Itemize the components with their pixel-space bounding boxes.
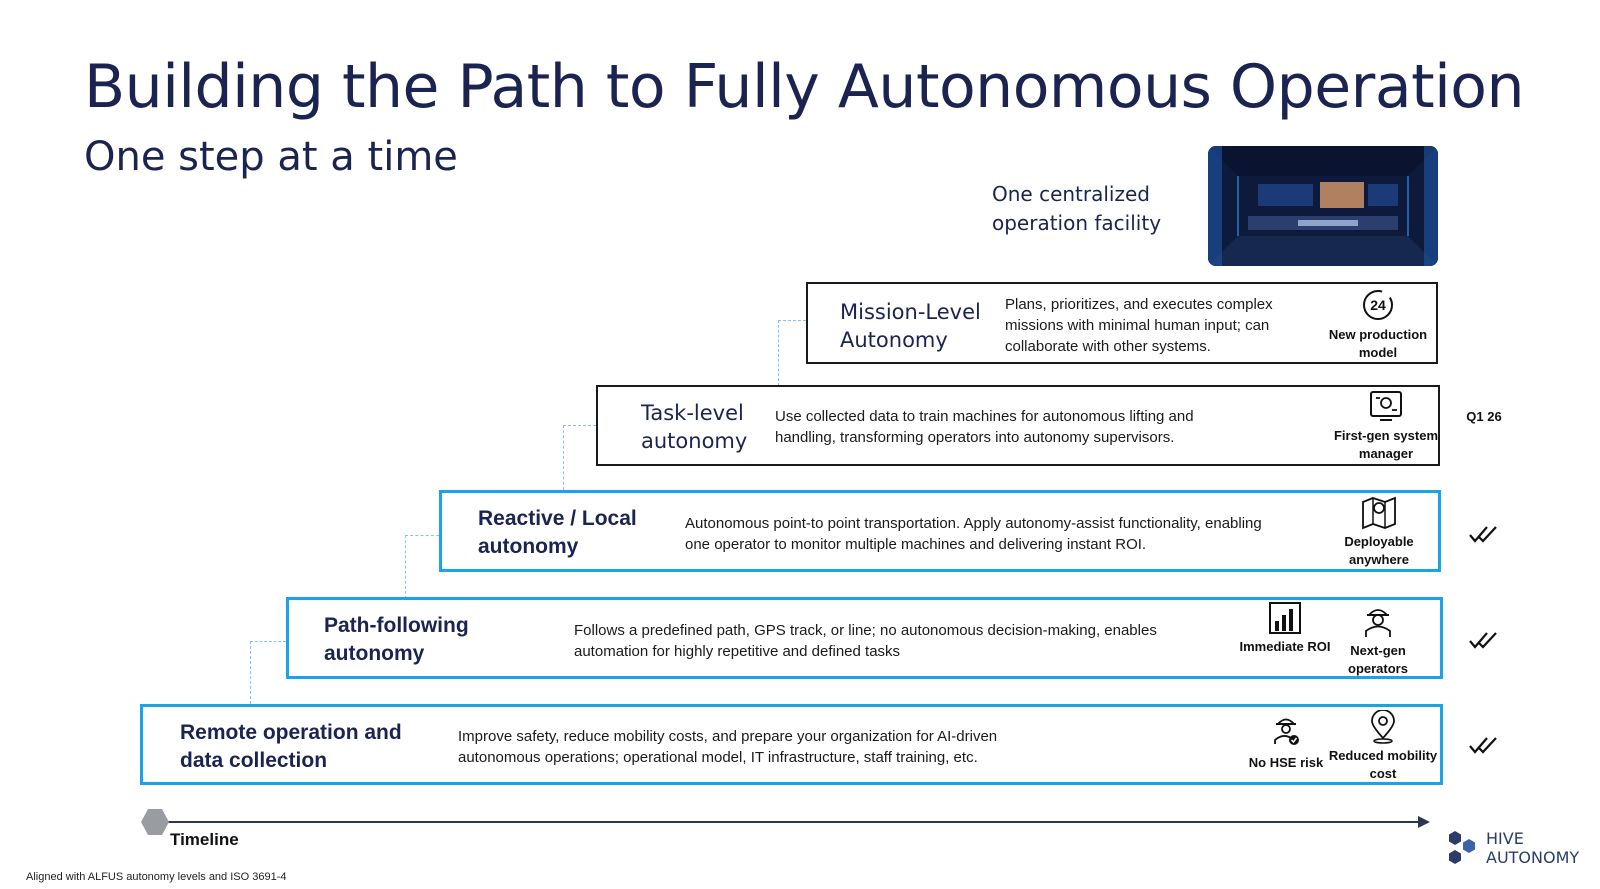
level-description: Autonomous point-to point transportation… bbox=[685, 515, 1262, 553]
benefit-label: No HSE risk bbox=[1248, 755, 1324, 770]
benefit-label: Next-gen operators bbox=[1348, 643, 1408, 676]
logo-text-autonomy: AUTONOMY bbox=[1486, 848, 1580, 867]
level-description: Follows a predefined path, GPS track, or… bbox=[574, 622, 1157, 660]
timeline-arrow-head bbox=[1418, 816, 1430, 828]
benefit-label: Immediate ROI bbox=[1239, 639, 1331, 654]
step-connector bbox=[405, 535, 439, 536]
timeline-label: Timeline bbox=[170, 830, 239, 849]
step-connector bbox=[405, 535, 406, 599]
benefit-immediate-roi: Immediate ROI bbox=[1235, 601, 1335, 656]
logo-text-hive: HIVE bbox=[1486, 829, 1524, 848]
level-name: Mission-Level Autonomy bbox=[840, 300, 981, 352]
system-manager-icon bbox=[1370, 391, 1402, 421]
level-name: Reactive / Local autonomy bbox=[478, 507, 637, 558]
operation-facility-photo bbox=[1208, 146, 1438, 266]
level-description: Plans, prioritizes, and executes complex… bbox=[1005, 296, 1273, 355]
double-check-icon bbox=[1469, 526, 1497, 543]
step-connector bbox=[563, 425, 564, 495]
step-connector bbox=[778, 320, 779, 386]
double-check-icon bbox=[1469, 632, 1497, 649]
benefit-deployable-anywhere: Deployable anywhere bbox=[1329, 494, 1429, 569]
hard-hat-worker-icon bbox=[1274, 718, 1299, 745]
level-description: Improve safety, reduce mobility costs, a… bbox=[458, 728, 998, 766]
location-pin-icon bbox=[1371, 710, 1395, 744]
double-check-icon bbox=[1469, 737, 1497, 754]
level-name: Path-following autonomy bbox=[324, 614, 469, 665]
benefit-no-hse-risk: No HSE risk bbox=[1236, 714, 1336, 772]
clock-24-hours-icon: 24 bbox=[1363, 290, 1393, 320]
level-task: Task-level autonomy Use collected data t… bbox=[596, 385, 1440, 466]
level-description: Use collected data to train machines for… bbox=[775, 408, 1194, 446]
hive-autonomy-logo: HIVE AUTONOMY bbox=[1446, 829, 1579, 867]
level-mission: Mission-Level Autonomy Plans, prioritize… bbox=[806, 282, 1438, 364]
hive-hexagons-icon bbox=[1449, 831, 1475, 864]
operator-icon bbox=[1365, 609, 1391, 637]
footnote: Aligned with ALFUS autonomy levels and I… bbox=[26, 871, 287, 883]
map-pin-icon bbox=[1362, 496, 1396, 530]
benefit-label: First-gen system manager bbox=[1333, 428, 1439, 461]
svg-text:24: 24 bbox=[1370, 297, 1386, 313]
page-title: Building the Path to Fully Autonomous Op… bbox=[84, 52, 1525, 122]
step-connector bbox=[250, 641, 251, 704]
page-subtitle: One step at a time bbox=[84, 134, 458, 180]
benefit-label: New production model bbox=[1328, 327, 1428, 360]
timeline-start-hexagon-icon bbox=[141, 809, 169, 835]
timeline-axis bbox=[156, 821, 1422, 823]
benefit-next-gen-operators: Next-gen operators bbox=[1328, 603, 1428, 678]
level-name: Remote operation and data collection bbox=[180, 721, 402, 772]
benefit-label: Reduced mobility cost bbox=[1328, 748, 1438, 781]
benefit-first-gen-system-manager: First-gen system manager bbox=[1331, 390, 1441, 463]
step-connector bbox=[250, 641, 286, 642]
bar-chart-icon bbox=[1269, 602, 1301, 634]
step-connector bbox=[778, 320, 806, 321]
step-connector bbox=[563, 425, 596, 426]
level-name: Task-level autonomy bbox=[641, 401, 748, 453]
level-path-following: Path-following autonomy Follows a predef… bbox=[286, 597, 1443, 679]
benefit-new-production-model: 24 New production model bbox=[1328, 287, 1428, 362]
level-reactive: Reactive / Local autonomy Autonomous poi… bbox=[439, 490, 1441, 572]
facility-caption: One centralized operation facility bbox=[992, 182, 1162, 235]
level-remote-operation: Remote operation and data collection Imp… bbox=[140, 704, 1443, 785]
benefit-reduced-mobility-cost: Reduced mobility cost bbox=[1328, 710, 1438, 783]
status-q1-26: Q1 26 bbox=[1466, 409, 1502, 424]
benefit-label: Deployable anywhere bbox=[1344, 534, 1414, 567]
